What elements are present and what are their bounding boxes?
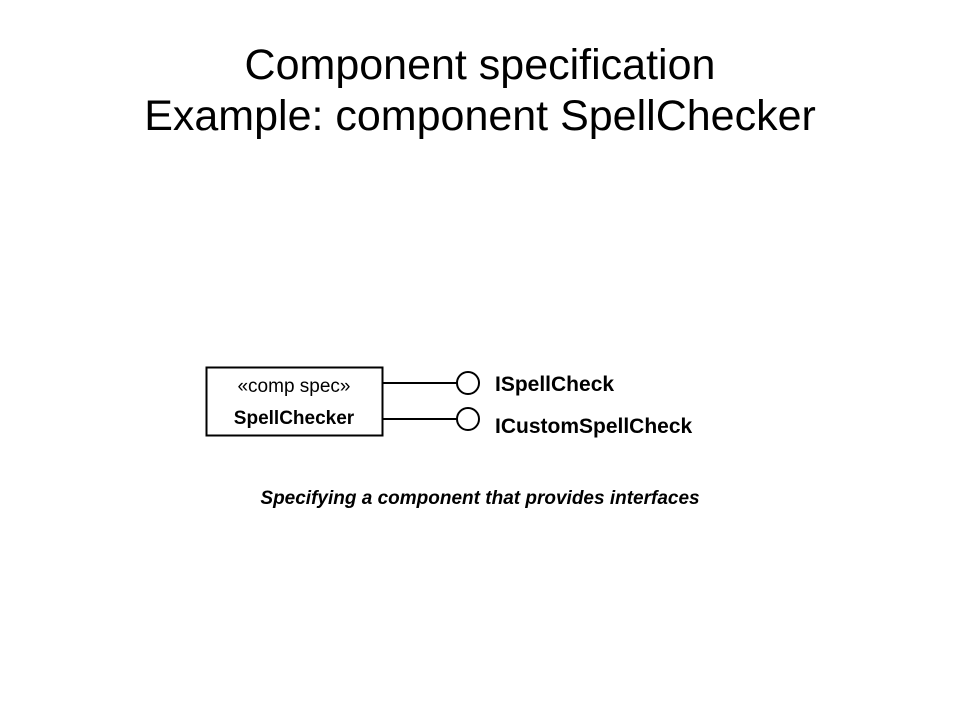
- component-box: [205, 366, 384, 437]
- title-line-2: Example: component SpellChecker: [144, 92, 816, 140]
- slide-title: Component specification Example: compone…: [0, 40, 960, 142]
- interface-lollipop-icustomspellcheck: [456, 407, 480, 431]
- interface-label-icustomspellcheck: ICustomSpellCheck: [495, 415, 693, 438]
- interface-lollipop-ispellcheck: [456, 371, 480, 395]
- interface-label-ispellcheck: ISpellCheck: [495, 373, 614, 396]
- component-name: SpellChecker: [234, 408, 355, 429]
- component-stereotype: «comp spec»: [237, 376, 350, 397]
- title-line-1: Component specification: [244, 41, 716, 89]
- diagram-caption: Specifying a component that provides int…: [260, 488, 700, 509]
